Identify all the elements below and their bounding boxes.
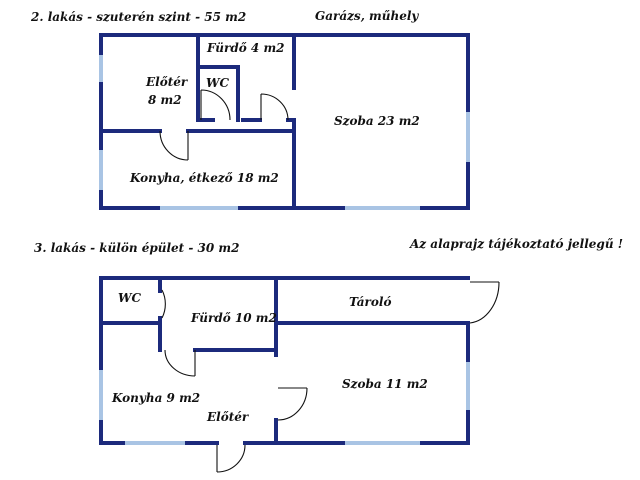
- floor2-door-wc: [200, 89, 231, 121]
- floor2-room-eloter-area: 8 m2: [148, 93, 182, 107]
- floor2-door-kitchen: [159, 130, 189, 161]
- floor2-room-konyha: Konyha, étkező 18 m2: [129, 171, 279, 185]
- floor2-door-bath: [260, 93, 289, 121]
- floor2-garage-label: Garázs, műhely: [315, 9, 419, 23]
- floor3-outer-wall: [99, 276, 470, 445]
- floor3-plan: [99, 276, 500, 473]
- floor2-title: 2. lakás - szuterén szint - 55 m2: [30, 10, 246, 24]
- floor3-door-wc: [161, 289, 166, 319]
- floor2-room-wc: WC: [206, 76, 229, 90]
- floor2-plan: [99, 33, 470, 210]
- floor3-room-konyha: Konyha 9 m2: [111, 391, 200, 405]
- floor2-room-szoba: Szoba 23 m2: [334, 114, 420, 128]
- floor3-title: 3. lakás - külön épület - 30 m2: [34, 241, 239, 255]
- floor3-room-eloter: Előtér: [206, 410, 250, 424]
- floor3-room-wc: WC: [118, 291, 141, 305]
- floor3-room-szoba: Szoba 11 m2: [342, 377, 428, 391]
- floor3-door-storage: [469, 281, 500, 324]
- floor3-door-room: [277, 387, 308, 421]
- floor3-door-entry: [216, 444, 246, 473]
- plan-disclaimer: Az alaprajz tájékoztató jellegű !: [409, 237, 623, 251]
- floor2-room-eloter-name: Előtér: [145, 75, 189, 89]
- floor2-room-furdo: Fürdő 4 m2: [206, 41, 285, 55]
- floor3-door-bath: [164, 349, 196, 377]
- floor3-room-tarolo: Tároló: [349, 295, 391, 309]
- floor3-room-furdo: Fürdő 10 m2: [190, 311, 277, 325]
